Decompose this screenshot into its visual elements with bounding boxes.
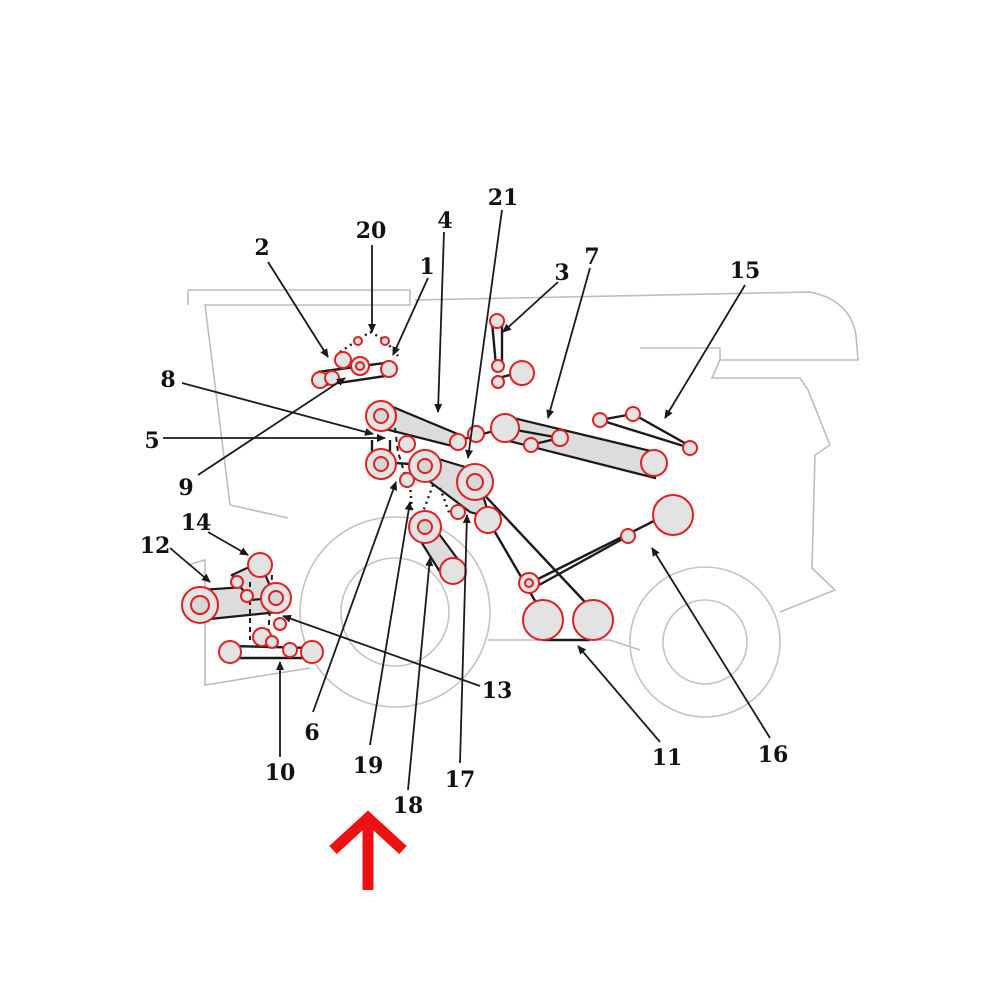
pulley [491, 375, 505, 389]
callout-1: 1 [419, 254, 434, 280]
callout-9: 9 [178, 475, 193, 501]
pulley [265, 635, 279, 649]
pulley [273, 617, 287, 631]
callout-13: 13 [482, 678, 513, 704]
pulley [218, 640, 242, 664]
pulley [652, 494, 694, 536]
pulley [439, 557, 467, 585]
pulley [380, 360, 398, 378]
pulley [417, 519, 433, 535]
pulley [353, 336, 363, 346]
pulley [489, 313, 505, 329]
callout-16: 16 [758, 742, 789, 768]
pulley [620, 528, 636, 544]
callout-19: 19 [353, 753, 384, 779]
pulley [509, 360, 535, 386]
callout-21: 21 [488, 185, 519, 211]
pulley [240, 589, 254, 603]
callout-7: 7 [584, 244, 599, 270]
pulley [522, 599, 564, 641]
callout-labels: 1 2 3 4 5 6 7 8 9 10 11 12 13 14 15 16 1… [140, 185, 789, 819]
pulley [373, 408, 389, 424]
pulley [268, 590, 284, 606]
pulley [230, 575, 244, 589]
up-arrow-icon [329, 810, 407, 890]
pulley [474, 506, 502, 534]
pulley [592, 412, 608, 428]
pulley [417, 458, 433, 474]
pulley [247, 552, 273, 578]
callout-5: 5 [144, 428, 159, 454]
pulley [551, 429, 569, 447]
pulley [300, 640, 324, 664]
pulley [572, 599, 614, 641]
leader-lines [163, 209, 771, 791]
callout-6: 6 [304, 720, 319, 746]
callout-8: 8 [160, 367, 175, 393]
pulley [466, 473, 484, 491]
callout-14: 14 [181, 510, 212, 536]
pulley [190, 595, 210, 615]
pulley [490, 413, 520, 443]
pulley [373, 456, 389, 472]
callout-17: 17 [445, 767, 476, 793]
pulley [334, 351, 352, 369]
callout-12: 12 [140, 533, 171, 559]
pulley [450, 504, 466, 520]
pulley [355, 361, 365, 371]
pulley [449, 433, 467, 451]
pulley [380, 336, 390, 346]
pulley [640, 449, 668, 477]
pulley [524, 578, 534, 588]
pulleys [181, 313, 698, 664]
pulley [491, 359, 505, 373]
pulley [523, 437, 539, 453]
pulley [398, 435, 416, 453]
pulley [399, 472, 415, 488]
callout-18: 18 [393, 793, 424, 819]
callout-3: 3 [554, 260, 569, 286]
callout-11: 11 [652, 745, 683, 771]
callout-2: 2 [254, 235, 269, 261]
callout-4: 4 [437, 208, 452, 234]
callout-20: 20 [356, 218, 387, 244]
pulley [625, 406, 641, 422]
callout-10: 10 [265, 760, 296, 786]
rear-wheel [629, 566, 781, 718]
pulley [682, 440, 698, 456]
callout-15: 15 [730, 258, 761, 284]
pulley [282, 642, 298, 658]
front-wheel [299, 516, 491, 708]
